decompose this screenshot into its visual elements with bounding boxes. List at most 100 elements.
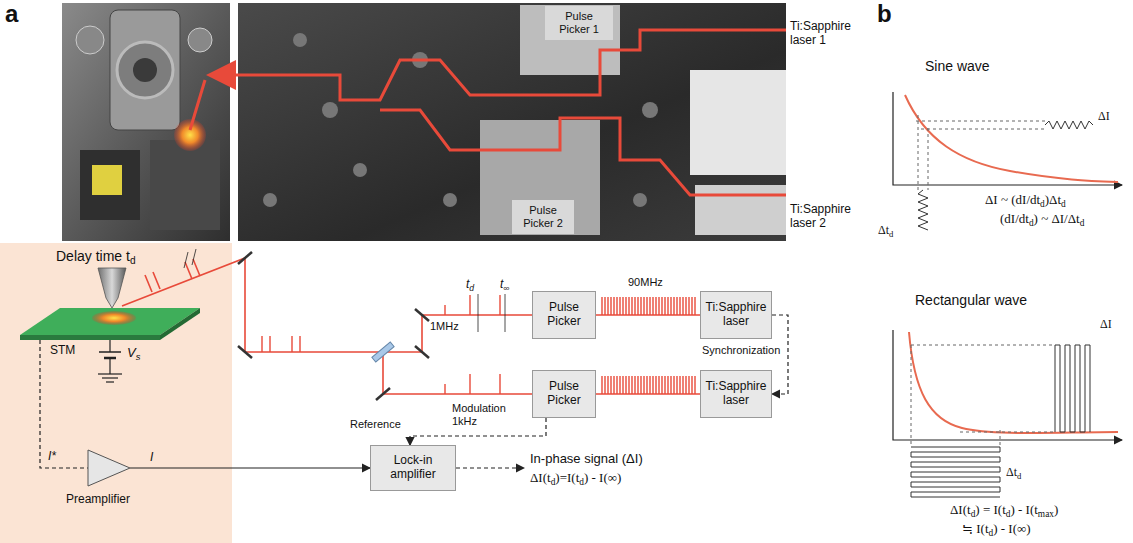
subscript: d: [1040, 199, 1045, 209]
beam-path: [145, 275, 152, 292]
subscript: d: [130, 255, 136, 266]
label: I: [150, 451, 153, 465]
laser-pulse: [664, 297, 665, 315]
laser-pulse: [646, 376, 647, 394]
label-text: ΔI(t: [530, 470, 551, 485]
optical-table-photo: [690, 70, 786, 175]
label-text: )=I(t: [555, 470, 579, 485]
label-text: ): [1054, 502, 1058, 517]
label: I*: [48, 450, 56, 464]
beam-path: [238, 346, 252, 358]
laser-pulse: [634, 376, 635, 394]
laser-pulse: [634, 297, 635, 315]
laser-pulse: [661, 376, 662, 394]
label: Sine wave: [925, 58, 990, 74]
beam-path: [122, 258, 532, 352]
label: ΔI: [1100, 318, 1112, 332]
amplifier-triangle: [58, 446, 138, 490]
laser-pulse: [607, 297, 608, 315]
laser-pulse: [610, 297, 611, 315]
sine-graph: [916, 121, 1045, 122]
laser-pulse: [604, 297, 605, 315]
label: ΔI: [1098, 110, 1110, 124]
laser-pulse: [499, 374, 500, 394]
node-text: Preamplifier: [66, 493, 130, 507]
laser-pulse: [661, 297, 662, 315]
label: STM: [50, 344, 75, 358]
connector: [130, 467, 370, 468]
rectangular-graph: [960, 432, 1055, 433]
label-text: I*: [48, 449, 56, 463]
optical-table-photo: [212, 74, 240, 77]
subscript: s: [136, 352, 141, 362]
connector: [596, 393, 700, 395]
sine-graph: [921, 129, 1045, 130]
rectangular-graph: [893, 330, 1122, 497]
laser-pulse: [667, 297, 668, 315]
laser-pulse: [619, 376, 620, 394]
subscript: d: [551, 477, 556, 487]
stm-setup: [98, 373, 122, 374]
optical-table-photo: [263, 193, 277, 207]
label: Reference: [350, 418, 401, 431]
label: t∞: [500, 278, 510, 292]
optical-table-photo: [293, 33, 307, 47]
laser-pulse: [664, 376, 665, 394]
laser-pulse: [643, 376, 644, 394]
beam-path: [478, 294, 479, 332]
optical-table-photo: [353, 163, 367, 177]
beam-path: [193, 259, 200, 276]
subscript: d: [1029, 218, 1034, 228]
label: (dI/dtd) ~ ΔI/Δtd: [1000, 212, 1084, 227]
laser-pulse: [679, 376, 680, 394]
laser-pulse: [643, 297, 644, 315]
laser-pulse: [616, 297, 617, 315]
laser-pulse: [640, 376, 641, 394]
label-text: 1MHz: [430, 320, 459, 332]
subscript: d: [469, 283, 474, 293]
chamber-photo: [188, 28, 212, 52]
label-text: b: [877, 0, 892, 27]
label-text: ΔI ~ (dI/dt: [985, 192, 1040, 207]
laser-pulse: [688, 376, 689, 394]
beam-path: [376, 388, 390, 400]
laser-pulse: [610, 376, 611, 394]
laser-pulse: [616, 376, 617, 394]
label-text: I: [150, 450, 153, 464]
subscript: d: [1017, 471, 1021, 481]
rectangular-graph: [911, 345, 1055, 346]
lock-in-box: Lock-in amplifier: [370, 445, 456, 491]
node-text: Ti:Sapphire laser: [705, 301, 767, 329]
laser-box: Ti:Sapphire laser: [700, 370, 772, 418]
panel-letter: b: [877, 0, 892, 28]
chamber-photo: [76, 26, 104, 54]
laser-pulse: [622, 297, 623, 315]
laser-pulse: [613, 297, 614, 315]
laser-pulse: [622, 376, 623, 394]
laser-pulse: [676, 376, 677, 394]
laser-pulse: [444, 384, 445, 394]
sample-panel: [0, 243, 232, 543]
rectangular-graph: [911, 345, 912, 447]
node-text: Pulse Picker 2: [516, 204, 570, 229]
laser-pulse: [631, 297, 632, 315]
rectangular-graph: [911, 447, 1000, 497]
label-text: Ti:Sapphire laser 1: [790, 19, 851, 47]
laser-pulse: [655, 297, 656, 315]
label: ≒ I(td) - I(∞): [962, 522, 1031, 537]
laser-pulse: [679, 297, 680, 315]
stm-setup: [20, 268, 524, 468]
sine-graph: [905, 95, 1118, 182]
label-text: ) - I(t: [1010, 502, 1037, 517]
chamber-photo: [62, 3, 230, 241]
optical-table-photo: [695, 185, 786, 235]
subscript: d: [1080, 218, 1085, 228]
laser-pulse: [682, 376, 683, 394]
node-text: Ti:Sapphire laser: [705, 380, 767, 408]
chamber-photo: [62, 3, 230, 241]
label-text: Ti:Sapphire laser 2: [790, 202, 851, 230]
laser-pulse: [682, 297, 683, 315]
optical-table-photo: [443, 193, 457, 207]
label-text: Reference: [350, 418, 401, 430]
